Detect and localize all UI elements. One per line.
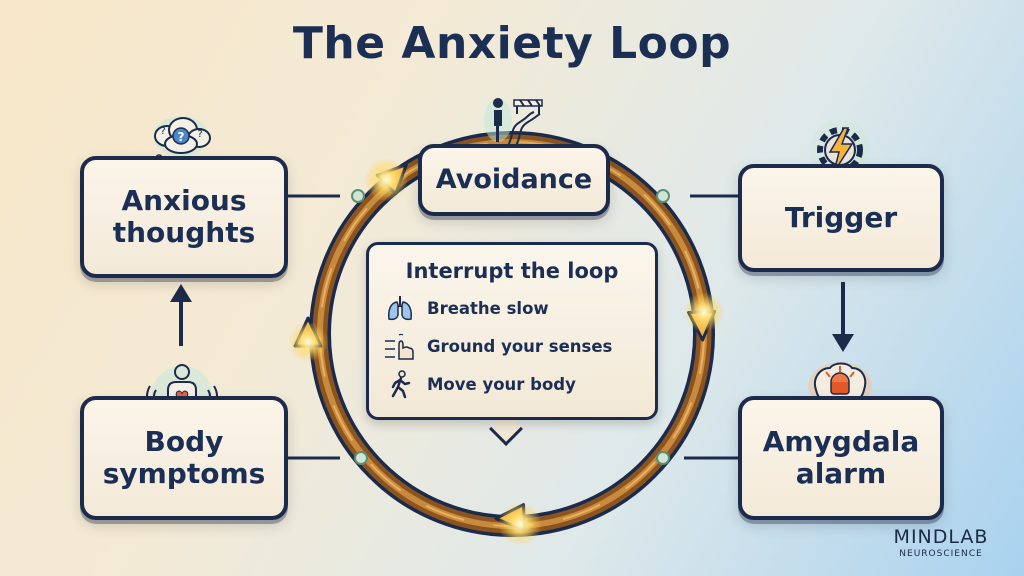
node-avoidance-label: Avoidance xyxy=(435,164,593,195)
hand-touch-icon xyxy=(385,333,414,360)
arrow-body-to-thoughts xyxy=(170,284,192,346)
thought-cloud-question-icon: ? ? ? xyxy=(150,116,211,166)
brand-subtitle: NEUROSCIENCE xyxy=(899,549,983,559)
node-body-label: Body symptoms xyxy=(102,425,266,490)
lungs-icon xyxy=(388,296,412,321)
walking-person-icon xyxy=(391,370,411,399)
node-thoughts-label: Anxious thoughts xyxy=(112,184,256,249)
tip-label: Move your body xyxy=(427,374,576,394)
svg-text:?: ? xyxy=(197,129,202,140)
interrupt-callout: Interrupt the loop Breathe slow Ground y… xyxy=(366,242,658,420)
ring-glows xyxy=(288,158,724,546)
tip-item: Move your body xyxy=(385,365,639,403)
svg-text:?: ? xyxy=(160,126,165,137)
node-anxious-thoughts: Anxious thoughts xyxy=(80,156,288,278)
tip-label: Breathe slow xyxy=(427,298,549,318)
tip-item: Breathe slow xyxy=(385,289,639,327)
brand-name: MINDLAB xyxy=(893,526,989,548)
brand-logo: MINDLAB NEUROSCIENCE xyxy=(882,526,1000,560)
tip-label: Ground your senses xyxy=(427,336,613,356)
page-title: The Anxiety Loop xyxy=(292,18,732,69)
connector-lines xyxy=(288,194,740,460)
tip-item: Ground your senses xyxy=(385,327,639,365)
node-trigger-label: Trigger xyxy=(784,201,898,234)
callout-title: Interrupt the loop xyxy=(405,259,619,283)
arrow-trigger-to-amygdala xyxy=(832,282,854,352)
svg-text:?: ? xyxy=(178,130,185,144)
node-amygdala-alarm: Amygdala alarm xyxy=(738,396,944,520)
node-avoidance: Avoidance xyxy=(418,144,610,216)
ring-nodes xyxy=(351,189,670,465)
person-walking-to-barrier-icon xyxy=(484,98,543,147)
node-trigger: Trigger xyxy=(738,164,944,272)
node-amygdala-label: Amygdala alarm xyxy=(762,425,920,490)
node-body-symptoms: Body symptoms xyxy=(80,396,288,520)
